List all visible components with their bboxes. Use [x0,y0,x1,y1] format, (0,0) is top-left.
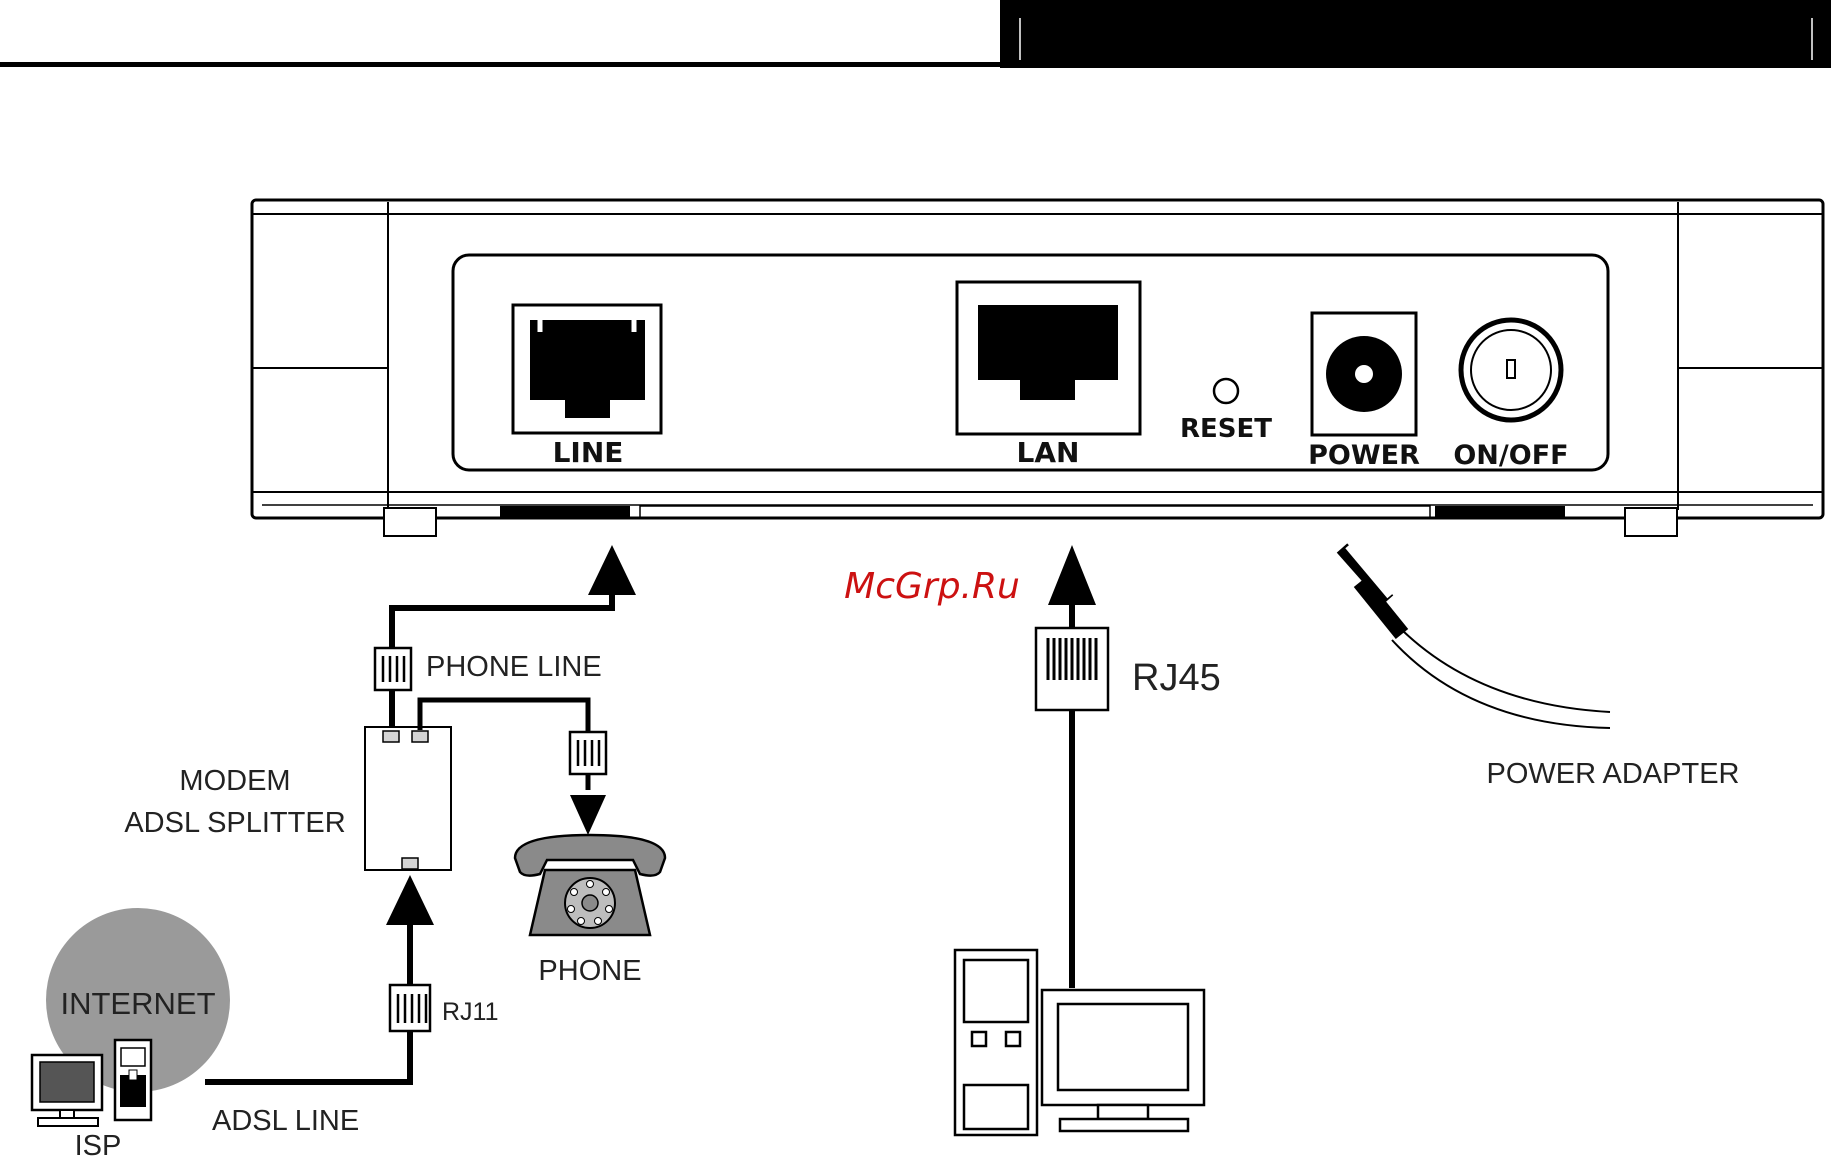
lan-port-arrow [1048,545,1096,605]
phone-line-plug [375,648,411,690]
header-black-bar [1000,0,1831,68]
phone-arrow [570,795,606,835]
phone-line-label: PHONE LINE [426,651,602,683]
line-port [513,305,661,433]
phone-cable-plug [570,732,606,774]
phone-icon [515,835,665,935]
lan-port-label: LAN [1017,436,1080,469]
reset-button [1214,379,1238,403]
splitter-arrow [386,875,434,925]
watermark: McGrp.Ru [844,566,1020,607]
reset-label: RESET [1180,414,1272,444]
isp-server-icon [115,1040,151,1120]
power-adapter-cable [1342,546,1610,728]
power-adapter-label: POWER ADAPTER [1487,758,1740,790]
rj11-label: RJ11 [442,998,499,1026]
left-foot [384,508,436,536]
isp-label: ISP [75,1130,122,1158]
rj45-plug-contacts [1048,638,1096,680]
desktop-pc-icon [955,950,1204,1135]
lan-port [957,282,1140,434]
power-label: POWER [1308,440,1420,471]
header-rule [0,62,1000,67]
line-port-arrow [588,545,636,595]
adsl-splitter [365,727,451,870]
rj45-label: RJ45 [1132,657,1221,699]
page-header [0,0,1831,68]
splitter-label-line1: MODEM [179,765,290,797]
line-port-label: LINE [553,436,624,469]
adsl-line-label: ADSL LINE [212,1105,359,1137]
rj45-plug [1036,628,1108,710]
splitter-label-line2: ADSL SPLITTER [124,807,345,839]
right-foot [1625,508,1677,536]
phone-label: PHONE [538,955,641,987]
isp-computer-icon [32,1055,102,1126]
adsl-line-cable [205,920,410,1082]
power-jack [1312,313,1416,435]
on-off-label: ON/OFF [1453,440,1568,471]
rj11-plug [390,985,430,1031]
internet-label: INTERNET [61,986,216,1021]
on-off-switch [1461,320,1561,420]
